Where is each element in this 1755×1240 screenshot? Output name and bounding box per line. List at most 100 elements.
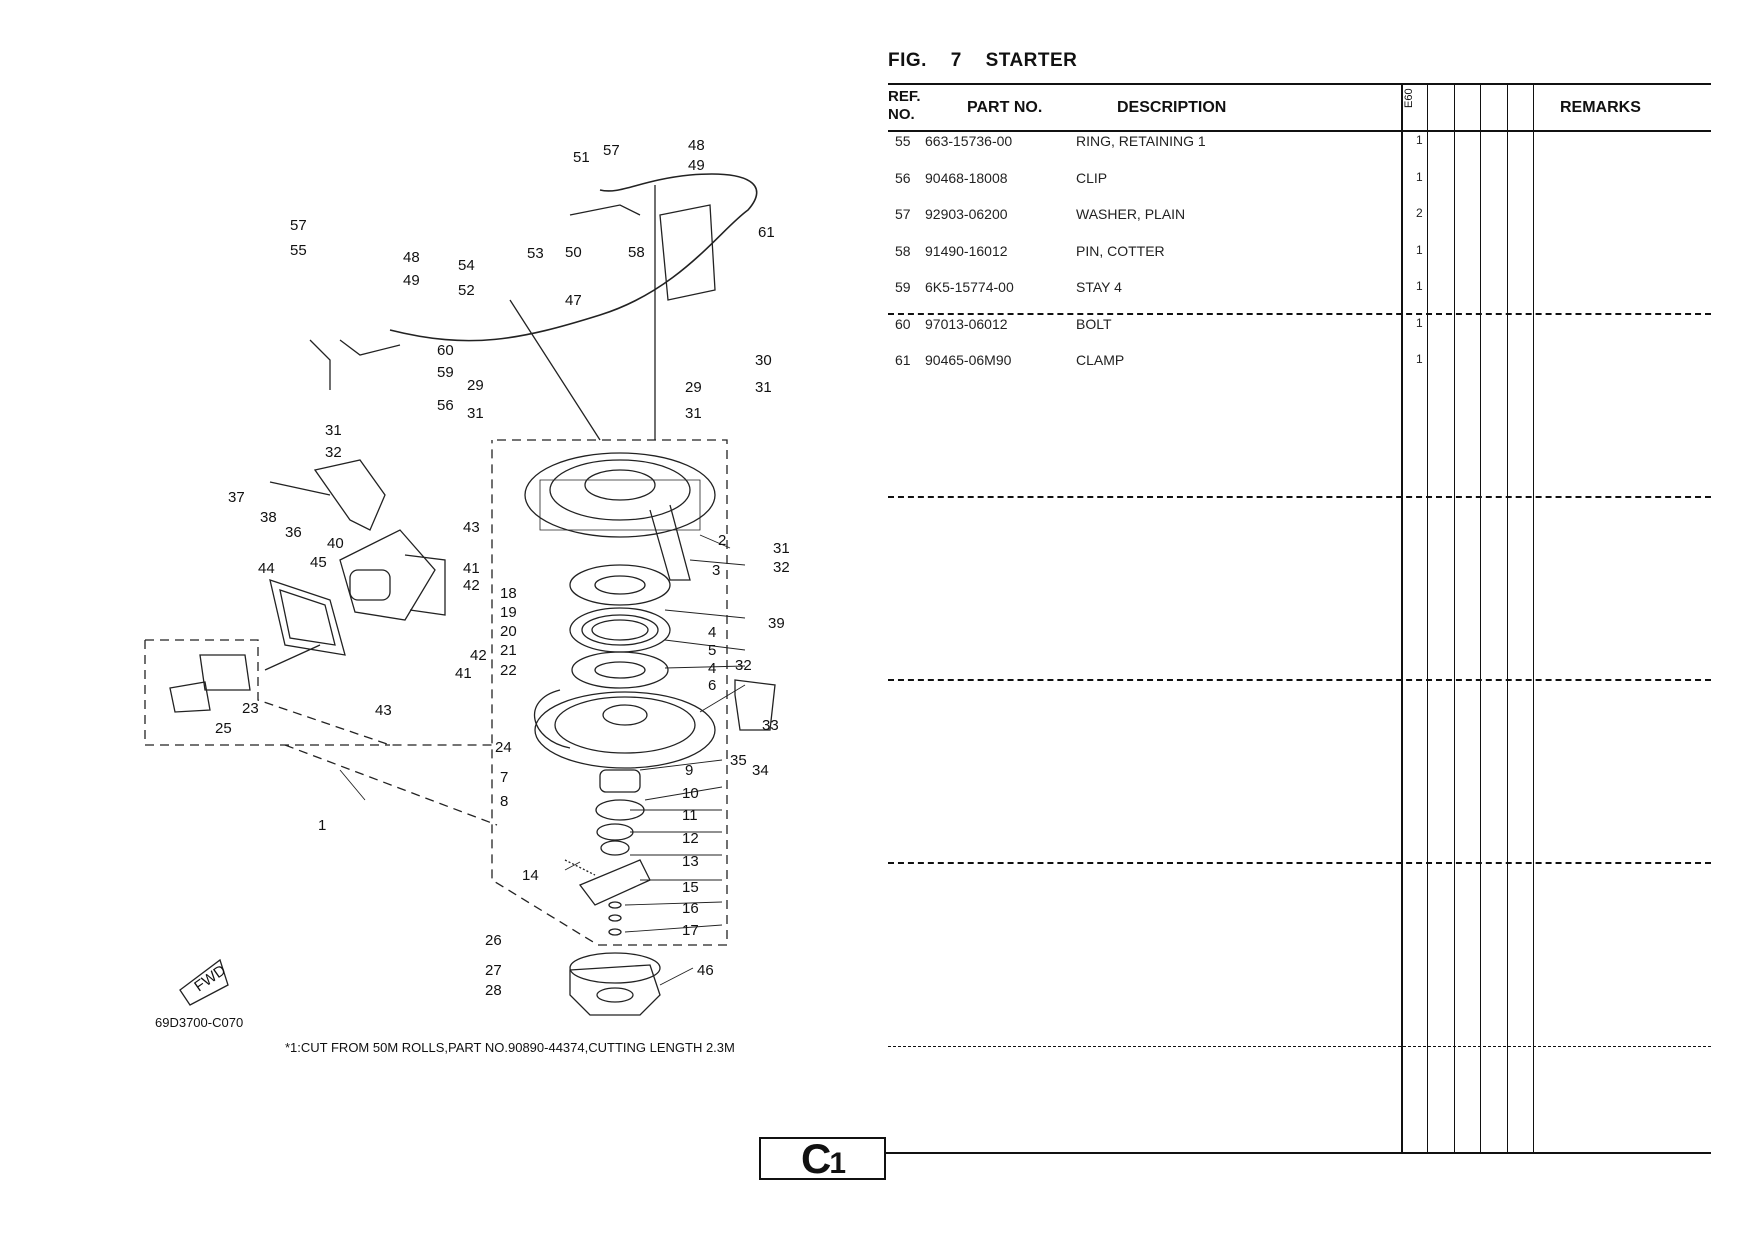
callout: 38	[260, 509, 277, 526]
callout: 41	[463, 560, 480, 577]
cell-description: BOLT	[1076, 316, 1112, 332]
table-row: 61 90465-06M90 CLAMP 1	[888, 352, 1711, 376]
cell-description: STAY 4	[1076, 279, 1122, 295]
callout: 23	[242, 700, 259, 717]
cell-part-no: 6K5-15774-00	[925, 279, 1014, 295]
callout: 44	[258, 560, 275, 577]
callout: 41	[455, 665, 472, 682]
callout: 56	[437, 397, 454, 414]
figure-label: FIG.	[888, 50, 927, 71]
cell-part-no: 97013-06012	[925, 316, 1008, 332]
callout: 30	[755, 352, 772, 369]
callout: 43	[375, 702, 392, 719]
table-row: 56 90468-18008 CLIP 1	[888, 170, 1711, 194]
cell-part-no: 90468-18008	[925, 170, 1008, 186]
cell-ref: 55	[895, 133, 911, 149]
header-ref: REF. NO.	[888, 88, 921, 124]
header-ref-line1: REF.	[888, 88, 921, 105]
callout: 31	[325, 422, 342, 439]
callout: 31	[755, 379, 772, 396]
callout: 53	[527, 245, 544, 262]
cell-description: WASHER, PLAIN	[1076, 206, 1186, 222]
callout: 11	[682, 807, 698, 824]
callout: 13	[682, 853, 699, 870]
column-divider	[1454, 83, 1455, 1153]
callout: 40	[327, 535, 344, 552]
cell-description: CLIP	[1076, 170, 1108, 186]
drawing-number: 69D3700-C070	[155, 1015, 244, 1030]
header-model: E60	[1403, 88, 1415, 108]
callout: 55	[290, 242, 307, 259]
callout: 2	[718, 532, 726, 549]
figure-title: FIG. 7 STARTER	[888, 50, 1095, 72]
callout: 27	[485, 962, 502, 979]
callout-labels: 1 2 3 4 5 4 6 7 8 9 10 11 12 13 14 15 16…	[215, 137, 790, 999]
callout: 35	[730, 752, 747, 769]
header-description: DESCRIPTION	[1117, 99, 1227, 116]
table-row: 55 663-15736-00 RING, RETAINING 1 1	[888, 133, 1711, 157]
callout: 31	[467, 405, 484, 422]
table-row: 58 91490-16012 PIN, COTTER 1	[888, 243, 1711, 267]
callout: 16	[682, 900, 699, 917]
callout: 46	[697, 962, 714, 979]
header-remarks: REMARKS	[1560, 99, 1641, 116]
cell-qty: 1	[1416, 243, 1423, 257]
callout: 4	[708, 660, 716, 677]
cell-ref: 57	[895, 206, 911, 222]
callout: 1	[318, 817, 326, 834]
callout: 36	[285, 524, 302, 541]
cell-part-no: 91490-16012	[925, 243, 1008, 259]
callout: 31	[773, 540, 790, 557]
callout: 7	[500, 769, 508, 786]
callout: 33	[762, 717, 779, 734]
cell-ref: 61	[895, 352, 911, 368]
column-divider	[1401, 83, 1403, 1153]
callout: 25	[215, 720, 232, 737]
table-top-rule	[888, 83, 1711, 85]
callout: 60	[437, 342, 454, 359]
callout: 32	[325, 444, 342, 461]
section-number: 1	[829, 1147, 846, 1180]
cell-qty: 2	[1416, 206, 1423, 220]
callout: 59	[437, 364, 454, 381]
page-bottom-rule	[886, 1152, 1711, 1154]
callout: 20	[500, 623, 517, 640]
cell-qty: 1	[1416, 133, 1423, 147]
cell-ref: 60	[895, 316, 911, 332]
callout: 12	[682, 830, 699, 847]
callout: 34	[752, 762, 769, 779]
group-separator	[888, 496, 1711, 498]
cell-ref: 59	[895, 279, 911, 295]
callout: 42	[463, 577, 480, 594]
callout: 29	[467, 377, 484, 394]
callout: 47	[565, 292, 582, 309]
column-divider	[1427, 83, 1428, 1153]
cell-qty: 1	[1416, 316, 1423, 330]
callout: 21	[500, 642, 517, 659]
group-separator	[888, 1046, 1711, 1047]
group-separator	[888, 862, 1711, 864]
cell-part-no: 90465-06M90	[925, 352, 1012, 368]
table-header-rule	[888, 130, 1711, 132]
cell-qty: 1	[1416, 279, 1423, 293]
cell-ref: 58	[895, 243, 911, 259]
callout: 8	[500, 793, 508, 810]
callout: 39	[768, 615, 785, 632]
callout: 3	[712, 562, 720, 579]
cell-qty: 1	[1416, 170, 1423, 184]
callout: 57	[290, 217, 307, 234]
section-letter: C	[800, 1135, 831, 1182]
header-ref-line2: NO.	[888, 106, 915, 123]
cell-description: RING, RETAINING 1	[1076, 133, 1206, 149]
column-divider	[1480, 83, 1481, 1153]
callout: 29	[685, 379, 702, 396]
exploded-parts-diagram: FWD 1 2 3 4 5 4 6 7 8 9 10 11 12 13 14 1…	[0, 0, 870, 1100]
callout: 22	[500, 662, 517, 679]
header-part-no: PART NO.	[967, 99, 1043, 116]
cell-description: CLAMP	[1076, 352, 1125, 368]
fwd-arrow-icon: FWD	[179, 958, 229, 1006]
callout: 26	[485, 932, 502, 949]
callout: 48	[688, 137, 705, 154]
figure-name: STARTER	[985, 50, 1078, 71]
callout: 42	[470, 647, 487, 664]
